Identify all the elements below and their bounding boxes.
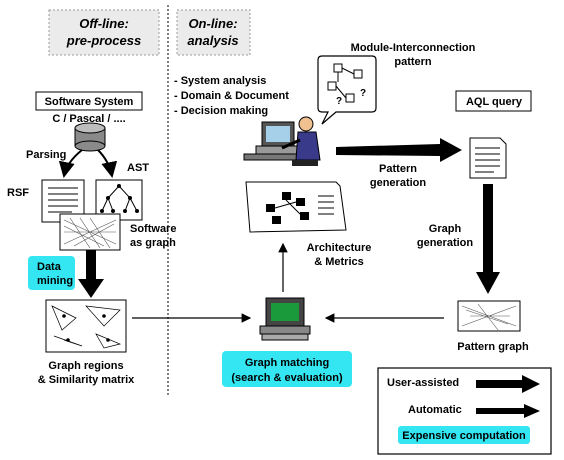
activity-domain-document: - Domain & Document bbox=[174, 90, 289, 102]
graph-generation-line1: Graph bbox=[429, 223, 462, 235]
online-header-line1: On-line: bbox=[188, 16, 237, 31]
software-graph-icon bbox=[59, 213, 121, 251]
offline-header: Off-line: pre-process bbox=[48, 9, 160, 56]
data-mining-line2: mining bbox=[37, 275, 73, 287]
graph-matching-line1: Graph matching bbox=[245, 357, 329, 369]
legend-medium-arrow bbox=[476, 404, 540, 418]
software-as-graph-line2: as graph bbox=[130, 237, 176, 249]
pattern-graph-icon bbox=[457, 300, 521, 332]
pattern-graph-label: Pattern graph bbox=[457, 341, 529, 353]
legend: User-assisted Automatic Expensive comput… bbox=[377, 367, 552, 455]
analyst-at-computer-icon bbox=[243, 116, 321, 166]
pattern-generation-arrow bbox=[336, 138, 462, 162]
parsing-label: Parsing bbox=[26, 149, 66, 161]
software-as-graph-line1: Software bbox=[130, 223, 176, 235]
architecture-document-icon bbox=[245, 181, 347, 233]
legend-expensive: Expensive computation bbox=[402, 430, 526, 442]
graph-matching-highlight bbox=[222, 351, 352, 387]
activity-system-analysis: - System analysis bbox=[174, 75, 266, 87]
online-header: On-line: analysis bbox=[176, 9, 251, 56]
online-header-line2: analysis bbox=[187, 33, 238, 48]
software-system-box bbox=[35, 91, 143, 111]
svg-text:?: ? bbox=[336, 96, 342, 107]
offline-header-box bbox=[48, 9, 160, 56]
graph-matching-line2: (search & evaluation) bbox=[231, 372, 343, 384]
parsing-arrow-ast bbox=[97, 149, 118, 178]
graph-regions-line2: & Similarity matrix bbox=[38, 374, 135, 386]
data-mining-line1: Data bbox=[37, 261, 62, 273]
parsing-arrow-rsf bbox=[58, 149, 83, 178]
languages-label: C / Pascal / .... bbox=[52, 113, 125, 125]
software-system-title: Software System bbox=[45, 96, 134, 108]
architecture-line2: & Metrics bbox=[314, 256, 364, 268]
graph-generation-line2: generation bbox=[417, 237, 474, 249]
aql-document-icon bbox=[469, 137, 507, 179]
module-pattern-line2: pattern bbox=[394, 56, 432, 68]
ast-label: AST bbox=[127, 162, 149, 174]
aql-query-box bbox=[455, 90, 532, 112]
graph-generation-arrow bbox=[476, 184, 500, 294]
ast-tree-icon bbox=[95, 179, 143, 221]
source-code-database-icon bbox=[74, 122, 106, 152]
legend-automatic: Automatic bbox=[408, 404, 462, 416]
offline-header-line2: pre-process bbox=[66, 33, 141, 48]
aql-query-label: AQL query bbox=[466, 96, 523, 108]
graph-regions-line1: Graph regions bbox=[48, 360, 123, 372]
rsf-label: RSF bbox=[7, 187, 29, 199]
activity-decision-making: - Decision making bbox=[174, 105, 268, 117]
graph-regions-icon bbox=[45, 299, 127, 353]
data-mining-highlight bbox=[28, 256, 75, 290]
legend-user-assisted: User-assisted bbox=[387, 377, 459, 389]
data-mining-arrow bbox=[78, 250, 104, 298]
pattern-generation-line2: generation bbox=[370, 177, 427, 189]
matching-computer-icon bbox=[259, 297, 311, 341]
architecture-line1: Architecture bbox=[307, 242, 372, 254]
online-header-box bbox=[176, 9, 251, 56]
pattern-generation-line1: Pattern bbox=[379, 163, 417, 175]
legend-thick-arrow bbox=[476, 375, 540, 393]
svg-text:?: ? bbox=[360, 88, 366, 99]
legend-expensive-highlight bbox=[398, 426, 530, 444]
module-pattern-line1: Module-Interconnection bbox=[351, 42, 476, 54]
offline-header-line1: Off-line: bbox=[79, 16, 129, 31]
pattern-thought-bubble-icon: ? ? bbox=[317, 55, 377, 125]
